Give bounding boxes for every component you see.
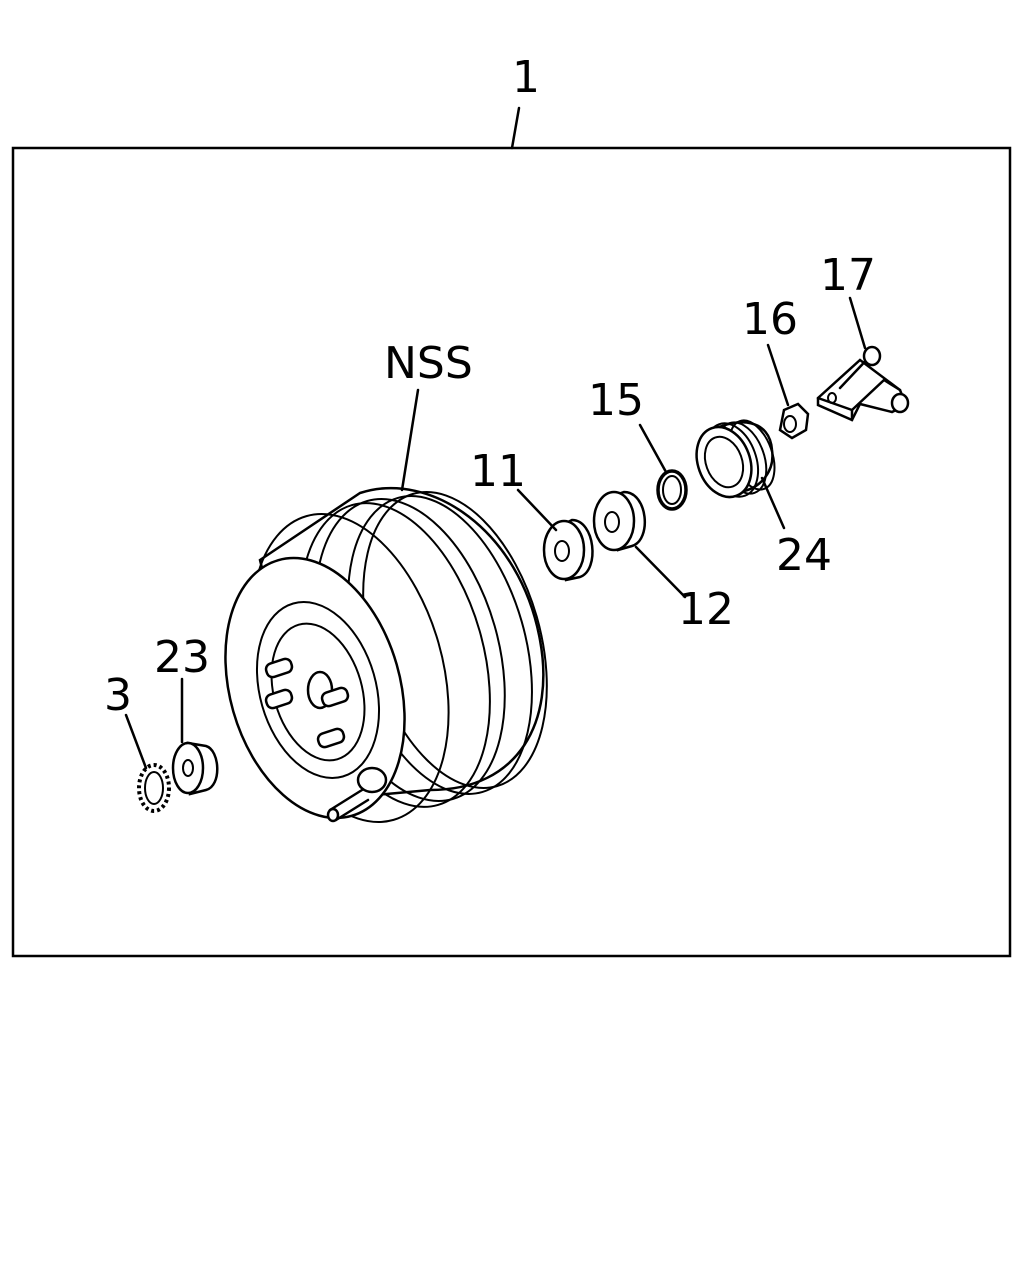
part-24-boot <box>695 419 776 499</box>
leader-15 <box>638 423 668 474</box>
part-3-lock-washer <box>137 763 171 813</box>
leader-3 <box>124 713 148 770</box>
callout-15: 15 <box>588 375 644 426</box>
callout-16: 16 <box>742 294 798 345</box>
leader-nss <box>400 388 420 492</box>
leader-assembly <box>510 106 521 150</box>
leader-11 <box>516 488 558 532</box>
part-15-o-ring <box>656 469 688 511</box>
part-17-clevis <box>816 345 910 422</box>
vacuum-port <box>326 766 388 823</box>
part-12-bushing <box>592 490 646 552</box>
part-11-bushing <box>542 518 594 582</box>
leader-16 <box>766 343 790 407</box>
callout-11: 11 <box>470 446 526 497</box>
part-23-seal <box>171 741 219 796</box>
leader-12 <box>634 545 687 599</box>
callout-assembly: 1 <box>512 52 540 103</box>
assembly-frame <box>11 146 1012 958</box>
callout-17: 17 <box>820 250 876 301</box>
mounting-studs <box>264 657 350 749</box>
callout-24: 24 <box>776 530 832 581</box>
leader-24 <box>760 476 786 530</box>
callout-12: 12 <box>678 584 734 635</box>
callout-3: 3 <box>104 670 132 721</box>
callout-23: 23 <box>154 632 210 683</box>
leader-17 <box>848 296 867 350</box>
part-16-nut <box>778 402 810 440</box>
brake-booster <box>224 487 548 823</box>
callout-nss: NSS <box>384 338 473 389</box>
